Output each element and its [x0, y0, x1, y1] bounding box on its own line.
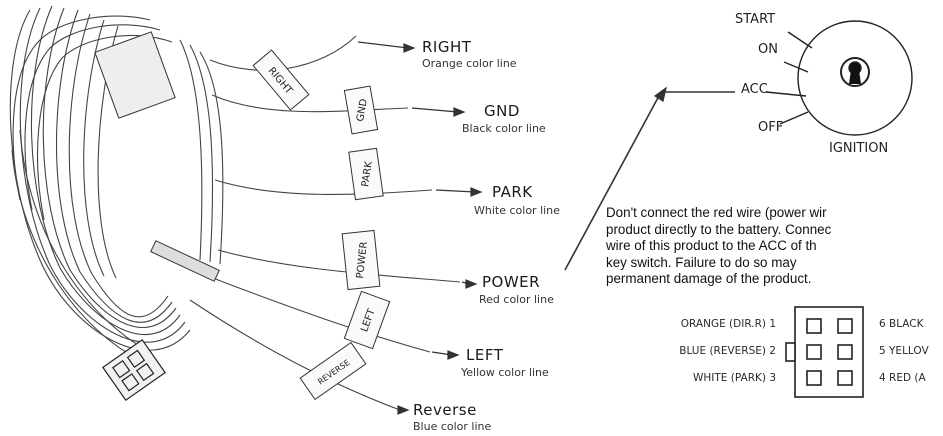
tag-park: PARK: [348, 147, 384, 201]
pin-label-3: WHITE (PARK) 3: [693, 372, 776, 384]
wire-label-gnd: GND: [484, 102, 520, 120]
pin-label-5: 5 YELLOV: [879, 345, 929, 357]
wire-name: LEFT: [466, 346, 504, 364]
wire-label-park: PARK: [492, 183, 533, 201]
tag-right: RIGHT: [252, 49, 310, 111]
ignition-off-label: OFF: [758, 120, 784, 135]
pin-label-6: 6 BLACK: [879, 318, 924, 330]
wire-color: Black color line: [462, 122, 546, 135]
warning-text: Don't connect the red wire (power wir pr…: [606, 205, 943, 288]
wire-tags: RIGHT GND PARK POWER LEFT REVERSE: [252, 49, 391, 401]
warning-line: permanent damage of the product.: [606, 271, 812, 287]
tag-power-text: POWER: [355, 241, 370, 279]
ignition-acc-label: ACC: [741, 82, 768, 97]
tag-gnd: GND: [343, 85, 379, 135]
tag-power: POWER: [341, 229, 381, 291]
wire-label-power: POWER: [482, 273, 540, 291]
wire-color: White color line: [474, 204, 560, 217]
pin-label-4: 4 RED (A: [879, 372, 926, 384]
harness-plug: [102, 339, 166, 401]
wire-color: Red color line: [479, 293, 554, 306]
wire-name: PARK: [492, 183, 533, 201]
ignition-start-label: START: [735, 12, 776, 27]
leader-arrows: [357, 41, 735, 415]
wire-label-power-color: Red color line: [479, 292, 554, 306]
wire-color: Orange color line: [422, 57, 517, 70]
tag-left: LEFT: [343, 290, 391, 350]
warning-line: product directly to the battery. Connec: [606, 221, 832, 237]
wire-color: Blue color line: [413, 420, 492, 433]
wire-label-left: LEFT: [466, 346, 503, 364]
pin-label-2: BLUE (REVERSE) 2: [679, 345, 776, 357]
wire-name: POWER: [482, 273, 541, 291]
wire-label-gnd-color: Black color line: [462, 121, 546, 135]
tag-reverse: REVERSE: [299, 341, 367, 401]
warning-line: key switch. Failure to do so may: [606, 254, 797, 270]
connector-schematic: [785, 306, 864, 398]
ignition-switch: [765, 20, 913, 136]
wire-name: Reverse: [413, 401, 477, 419]
ignition-on-label: ON: [758, 42, 778, 57]
wire-color: Yellow color line: [461, 366, 549, 379]
wire-name: GND: [484, 102, 520, 120]
wire-label-right: RIGHT Orange color line: [422, 38, 517, 70]
warning-line: wire of this product to the ACC of th: [606, 238, 817, 254]
tag-park-text: PARK: [360, 160, 375, 187]
tag-gnd-text: GND: [355, 98, 370, 123]
wire-name: RIGHT: [422, 38, 472, 56]
wire-label-park-color: White color line: [474, 203, 560, 217]
wire-label-reverse: Reverse Blue color line: [413, 401, 491, 433]
wire-label-left-color: Yellow color line: [461, 365, 549, 379]
warning-line: Don't connect the red wire (power wir: [606, 205, 827, 220]
ignition-title: IGNITION: [829, 141, 889, 156]
pin-label-1: ORANGE (DIR.R) 1: [680, 318, 776, 330]
harness-coil: [9, 5, 461, 411]
cable-ties: [94, 31, 220, 282]
